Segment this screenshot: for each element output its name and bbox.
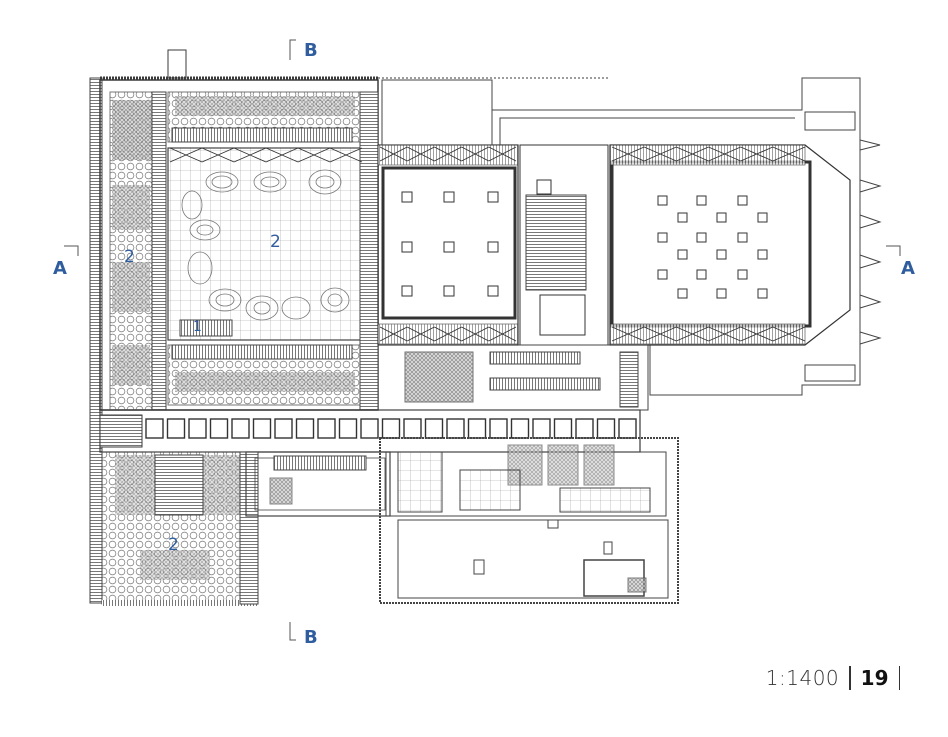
footer-divider — [849, 666, 851, 690]
hall-column — [757, 212, 768, 223]
section-mark-a-left: A — [53, 258, 67, 279]
hall-column — [737, 232, 748, 243]
truss-brace — [708, 326, 741, 342]
corridor-cell — [467, 418, 487, 439]
truss-brace — [233, 147, 267, 163]
corridor-cells — [145, 418, 637, 439]
room-number-west-garden: 2 — [124, 247, 135, 267]
truss-brace — [611, 146, 645, 162]
hall-column — [696, 195, 707, 206]
truss-brace — [488, 146, 517, 162]
hall-column — [716, 288, 727, 299]
corridor-cell — [188, 418, 207, 439]
hall-column — [716, 249, 727, 260]
truss-brace — [265, 147, 299, 163]
corridor-cell — [295, 418, 315, 439]
footer-divider-end — [898, 666, 900, 690]
truss-brace — [488, 326, 517, 342]
truss-brace — [297, 147, 331, 163]
corridor-cell — [403, 418, 422, 439]
truss-brace — [772, 146, 806, 162]
truss-brace — [169, 147, 203, 163]
truss-brace — [740, 146, 774, 162]
truss-brace — [461, 326, 490, 342]
truss-brace — [740, 326, 774, 342]
middle-hall — [377, 144, 609, 346]
truss-brace — [772, 326, 806, 342]
corridor-cell — [166, 418, 186, 439]
outer-wall — [89, 49, 608, 604]
corridor-cell — [274, 418, 293, 439]
corridor-cell — [446, 418, 465, 439]
corridor-cell — [596, 418, 616, 439]
page-footer: 1:1400 19 — [766, 666, 910, 690]
hall-column — [657, 269, 668, 280]
corridor-cell — [510, 418, 530, 439]
corridor-cell — [424, 418, 444, 439]
hall-columns — [657, 195, 768, 299]
page-number: 19 — [860, 666, 889, 690]
corridor-cell — [360, 418, 379, 439]
hall-column — [737, 195, 748, 206]
truss-brace — [406, 326, 435, 342]
truss-brace — [461, 146, 490, 162]
section-mark-b-top: B — [304, 40, 318, 61]
hall-column — [737, 269, 748, 280]
truss-brace — [643, 146, 677, 162]
service-area — [377, 344, 679, 604]
corridor-cell — [532, 418, 551, 439]
hall-column — [677, 288, 688, 299]
hall-column — [677, 212, 688, 223]
section-mark-a-right: A — [901, 258, 915, 279]
corridor-cell — [317, 418, 336, 439]
truss-brace — [434, 326, 462, 342]
hall-column — [657, 232, 668, 243]
atrium-planting — [181, 169, 350, 321]
truss-brace — [201, 147, 235, 163]
room-number-southwest-garden: 2 — [168, 535, 179, 555]
corridor-cell — [553, 418, 573, 439]
hall-column — [757, 288, 768, 299]
hall-column — [757, 249, 768, 260]
corridor-cell — [231, 418, 250, 439]
truss-brace — [611, 326, 645, 342]
hall-column — [677, 249, 688, 260]
roof-trusses — [169, 146, 806, 342]
southwest-garden — [101, 451, 391, 606]
corridor-cell — [489, 418, 508, 439]
room-number-atrium-stair: 1 — [193, 319, 202, 335]
truss-brace — [676, 146, 709, 162]
section-cut-lines — [64, 39, 901, 641]
truss-brace — [379, 146, 408, 162]
scale-label: 1:1400 — [765, 666, 840, 690]
hall-column — [696, 232, 707, 243]
hall-column — [716, 212, 727, 223]
truss-brace — [379, 326, 408, 342]
corridor-cell — [338, 418, 358, 439]
room-number-atrium: 2 — [270, 232, 281, 252]
hall-column — [657, 195, 668, 206]
east-block-outline — [381, 77, 882, 396]
hall-column — [696, 269, 707, 280]
truss-brace — [329, 147, 363, 163]
corridor-cell — [252, 418, 272, 439]
truss-brace — [676, 326, 709, 342]
corridor-cell — [381, 418, 401, 439]
corridor-cell — [575, 418, 594, 439]
corridor-cell — [145, 418, 164, 439]
truss-brace — [434, 146, 462, 162]
corridor-cell — [209, 418, 229, 439]
truss-brace — [708, 146, 741, 162]
section-mark-b-bottom: B — [304, 627, 318, 648]
truss-brace — [406, 146, 435, 162]
corridor-cell — [618, 418, 637, 439]
exhibition-hall — [609, 144, 851, 346]
truss-brace — [643, 326, 677, 342]
